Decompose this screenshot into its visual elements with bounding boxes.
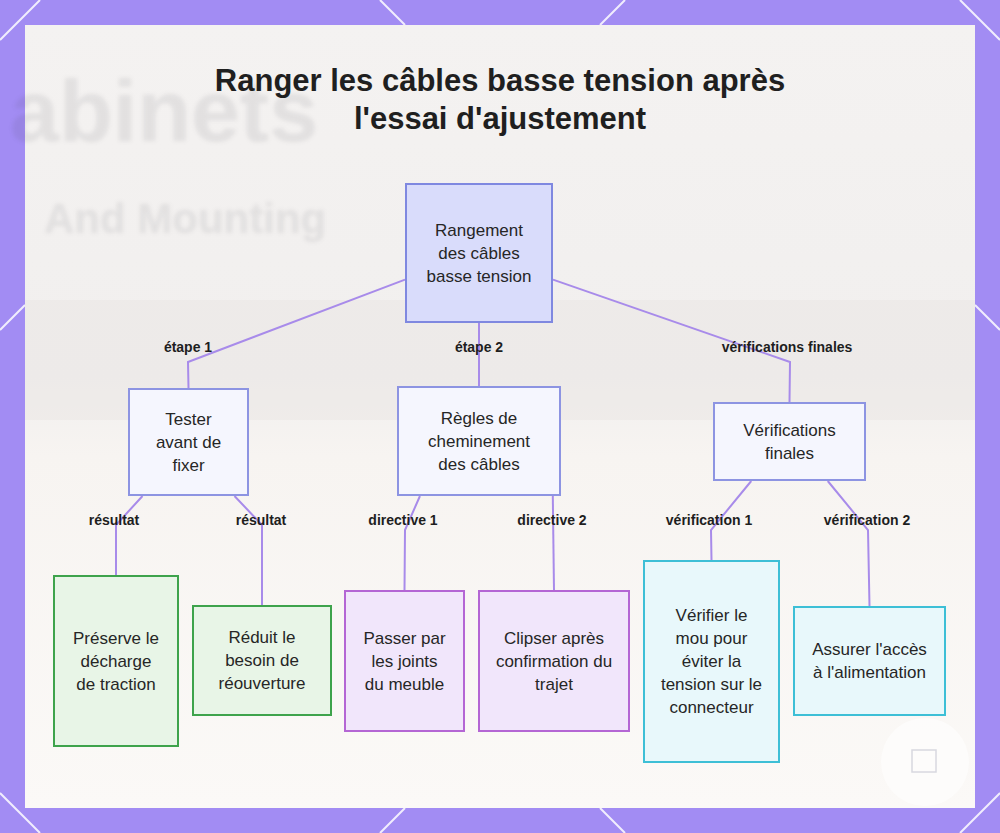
logo-mark <box>912 750 936 772</box>
node-text: Tester avant de fixer <box>144 408 233 477</box>
result-box: Réduit le besoin de réouverture <box>192 605 332 716</box>
node-text: Passer par les joints du meuble <box>360 627 449 696</box>
root-box: Rangement des câbles basse tension <box>405 183 553 323</box>
connector <box>188 280 405 388</box>
node-text: Assurer l'accès à l'alimentation <box>809 638 930 684</box>
node-text: Préserve le décharge de traction <box>69 627 163 696</box>
directive-box: Clipser après confirmation du trajet <box>478 590 630 732</box>
diagram-title: Ranger les câbles basse tension après l'… <box>190 62 810 138</box>
step-box: Vérifications finales <box>713 402 866 481</box>
step-box: Tester avant de fixer <box>128 388 249 496</box>
watermark: And Mounting <box>44 195 326 243</box>
logo-circle <box>881 718 969 806</box>
connector <box>405 496 420 590</box>
directive-box: Passer par les joints du meuble <box>344 590 465 732</box>
node-text: Réduit le besoin de réouverture <box>208 626 316 695</box>
edge-label: directive 1 <box>368 512 437 528</box>
connector <box>116 496 143 575</box>
node-text: Vérifier le mou pour éviter la tension s… <box>659 604 764 719</box>
edge-label: vérification 1 <box>666 512 752 528</box>
edge-label: résultat <box>89 512 140 528</box>
connector <box>828 481 870 606</box>
node-text: Règles de cheminement des câbles <box>413 407 545 476</box>
edge-label: vérifications finales <box>722 339 853 355</box>
node-text: Rangement des câbles basse tension <box>421 219 537 288</box>
edge-label: étape 1 <box>164 339 212 355</box>
connector <box>553 496 554 590</box>
edge-label: étape 2 <box>455 339 503 355</box>
edge-label: résultat <box>236 512 287 528</box>
result-box: Préserve le décharge de traction <box>53 575 179 747</box>
edge-label: directive 2 <box>517 512 586 528</box>
edge-label: vérification 2 <box>824 512 910 528</box>
step-box: Règles de cheminement des câbles <box>397 386 561 496</box>
check-box: Assurer l'accès à l'alimentation <box>793 606 946 716</box>
check-box: Vérifier le mou pour éviter la tension s… <box>643 560 780 763</box>
node-text: Clipser après confirmation du trajet <box>494 627 614 696</box>
node-text: Vérifications finales <box>729 419 850 465</box>
